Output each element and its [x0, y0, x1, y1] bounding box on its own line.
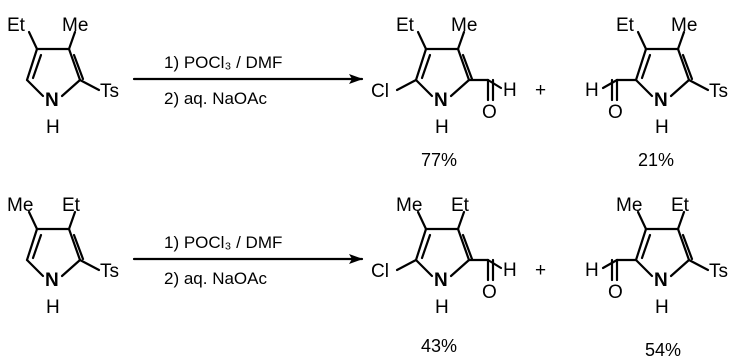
- substituent-c3: Et: [7, 15, 26, 36]
- substituent-c3: Me: [7, 195, 33, 216]
- condition-step-2: 2) aq. NaOAc: [164, 269, 267, 288]
- chloro-substituent: Cl: [371, 81, 389, 102]
- yield-label: 21%: [638, 150, 674, 170]
- reactant-2: Me Et Ts N H: [7, 195, 119, 318]
- plus-sign: +: [535, 80, 546, 101]
- reaction-2: Me Et Ts N H 1) POCl₃ / DMF 2) aq. NaOAc: [7, 195, 728, 359]
- substituent-c3: Et: [396, 15, 415, 36]
- pyrrole-ring: [414, 47, 474, 98]
- reaction-arrow-1: 1) POCl₃ / DMF 2) aq. NaOAc: [132, 53, 364, 108]
- substituent-c3: Et: [616, 15, 635, 36]
- ring-nh-hydrogen: H: [435, 117, 449, 138]
- substituent-c1: Ts: [100, 261, 119, 282]
- product-1b: Et Me Ts N H H O 21%: [585, 15, 728, 170]
- substituent-c1: Ts: [709, 81, 728, 102]
- aldehyde-oxygen: O: [482, 102, 497, 123]
- substituent-c3: Me: [616, 195, 642, 216]
- ring-nh-hydrogen: H: [435, 297, 449, 318]
- reactant-1: Et Me Ts N H: [7, 15, 119, 138]
- substituent-c2: Me: [451, 15, 477, 36]
- chloro-substituent: Cl: [371, 261, 389, 282]
- substituent-c1: Ts: [709, 261, 728, 282]
- ring-nitrogen: N: [654, 90, 668, 111]
- aldehyde-hydrogen: H: [585, 80, 599, 101]
- yield-label: 77%: [421, 150, 457, 170]
- reaction-arrow-2: 1) POCl₃ / DMF 2) aq. NaOAc: [132, 233, 364, 288]
- substituent-c2: Et: [671, 195, 690, 216]
- product-2b: Me Et Ts N H H O 54%: [585, 195, 728, 359]
- aldehyde-hydrogen: H: [585, 260, 599, 281]
- substituent-c2: Et: [451, 195, 470, 216]
- ring-nh-hydrogen: H: [655, 117, 669, 138]
- reaction-1: Et Me Ts N H 1) POCl₃ / DMF 2) aq. NaOAc: [7, 15, 728, 170]
- aldehyde-oxygen: O: [608, 282, 623, 303]
- aldehyde-hydrogen: H: [503, 80, 517, 101]
- product-1a: Et Me Cl N H H O 77%: [371, 15, 517, 170]
- substituent-c2: Me: [671, 15, 697, 36]
- ring-nh-hydrogen: H: [46, 117, 60, 138]
- substituent-c3: Me: [396, 195, 422, 216]
- yield-label: 54%: [645, 340, 681, 359]
- aldehyde-oxygen: O: [608, 102, 623, 123]
- substituent-c2: Me: [62, 15, 88, 36]
- pyrrole-ring: [414, 227, 474, 278]
- pyrrole-ring: [634, 227, 694, 278]
- product-2a: Me Et Cl N H H O 43%: [371, 195, 517, 356]
- pyrrole-ring: [634, 47, 694, 98]
- substituent-c1: Ts: [100, 81, 119, 102]
- ring-nitrogen: N: [434, 90, 448, 111]
- pyrrole-ring: [25, 47, 85, 98]
- condition-step-1: 1) POCl₃ / DMF: [164, 233, 282, 252]
- ring-nh-hydrogen: H: [46, 297, 60, 318]
- condition-step-1: 1) POCl₃ / DMF: [164, 53, 282, 72]
- substituent-c2: Et: [62, 195, 81, 216]
- plus-sign: +: [535, 260, 546, 281]
- ring-nitrogen: N: [434, 270, 448, 291]
- pyrrole-ring: [25, 227, 85, 278]
- ring-nh-hydrogen: H: [655, 297, 669, 318]
- aldehyde-hydrogen: H: [503, 260, 517, 281]
- ring-nitrogen: N: [654, 270, 668, 291]
- ring-nitrogen: N: [45, 270, 59, 291]
- yield-label: 43%: [421, 336, 457, 356]
- ring-nitrogen: N: [45, 90, 59, 111]
- condition-step-2: 2) aq. NaOAc: [164, 89, 267, 108]
- aldehyde-oxygen: O: [482, 282, 497, 303]
